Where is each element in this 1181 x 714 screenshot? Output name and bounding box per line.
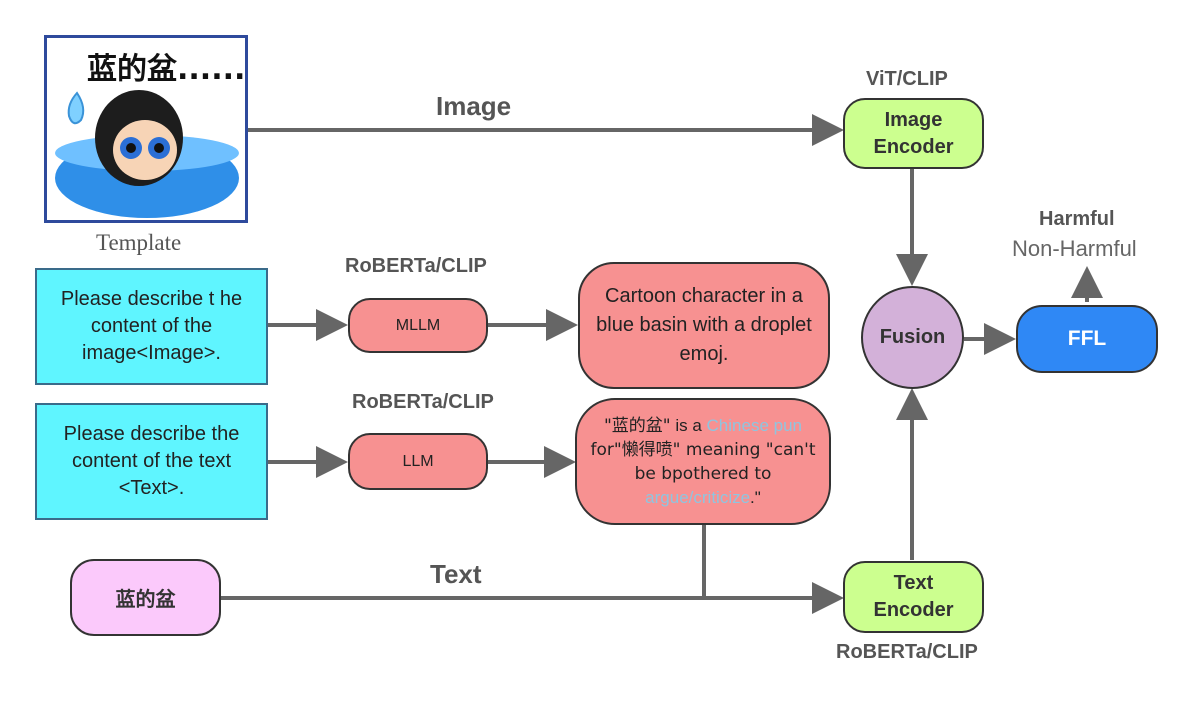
chinese-pun-highlight: Chinese pun: [706, 416, 802, 435]
image-prompt-box: Please describe t he content of the imag…: [35, 268, 268, 385]
text-arrow-label: Text: [430, 559, 482, 589]
text-description-part2: for"懒得喷" meaning "can't be bpothered to: [590, 440, 816, 484]
pun-quote: "蓝的盆": [603, 416, 671, 436]
harmful-label: Harmful: [1039, 208, 1115, 230]
ffl-label: FFL: [1067, 327, 1107, 350]
image-prompt-text: Please describe t he content of the imag…: [60, 288, 243, 364]
text-description-part3: .": [750, 488, 761, 507]
image-description-text: Cartoon character in a blue basin with a…: [596, 285, 812, 365]
fusion-label: Fusion: [879, 326, 946, 348]
image-arrow-label: Image: [436, 91, 512, 121]
text-input-label: 蓝的盆: [115, 587, 176, 611]
image-encoder-backbone-label: ViT/CLIP: [866, 68, 948, 90]
image-encoder-label: Image Encoder: [873, 108, 954, 158]
llm-box: LLM: [348, 433, 488, 490]
template-caption: 蓝的盆......: [87, 52, 246, 87]
llm-backbone-label: RoBERTa/CLIP: [352, 391, 494, 413]
text-prompt-box: Please describe the content of the text …: [35, 403, 268, 520]
non-harmful-label: Non-Harmful: [1012, 236, 1137, 261]
text-encoder-backbone-label: RoBERTa/CLIP: [836, 641, 978, 663]
text-input-box: 蓝的盆: [70, 559, 221, 636]
text-description-text: "蓝的盆" is a Chinese pun for"懒得喷" meaning …: [589, 414, 817, 509]
template-label: Template: [96, 230, 182, 255]
text-prompt-text: Please describe the content of the text …: [63, 423, 240, 499]
mllm-box: MLLM: [348, 298, 488, 353]
cartoon-girl-in-basin-illustration: [55, 90, 239, 218]
ffl-box: FFL: [1016, 305, 1158, 373]
fusion-circle: Fusion: [861, 286, 964, 389]
argue-criticize-highlight: argue/criticize: [645, 488, 751, 507]
template-image: 蓝的盆......: [44, 35, 248, 223]
text-description-box: "蓝的盆" is a Chinese pun for"懒得喷" meaning …: [575, 398, 831, 525]
llm-label: LLM: [402, 452, 434, 470]
text-encoder-label: Text Encoder: [873, 572, 954, 621]
mllm-label: MLLM: [395, 316, 441, 334]
mllm-backbone-label: RoBERTa/CLIP: [345, 255, 487, 277]
image-description-box: Cartoon character in a blue basin with a…: [578, 262, 830, 389]
image-encoder-box: Image Encoder: [843, 98, 984, 169]
text-description-part1: is a: [670, 416, 707, 435]
text-encoder-box: Text Encoder: [843, 561, 984, 633]
